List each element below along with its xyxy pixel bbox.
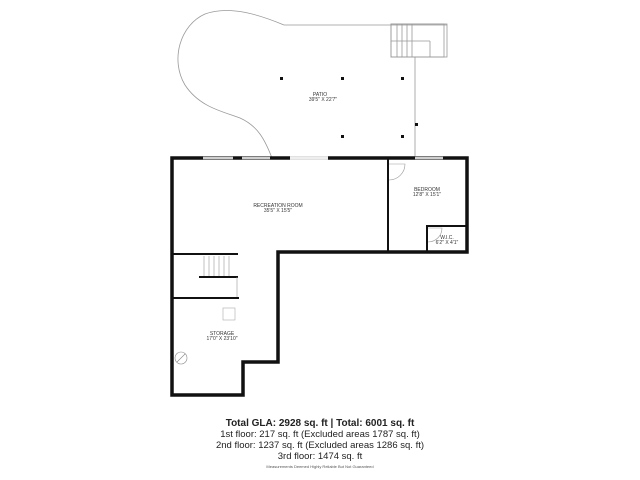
area-totals: Total GLA: 2928 sq. ft | Total: 6001 sq.… bbox=[0, 418, 640, 462]
floor3-area: 3rd floor: 1474 sq. ft bbox=[277, 451, 363, 462]
room-dims-recreation: 35'5" X 15'5" bbox=[264, 208, 292, 214]
interior-stairs bbox=[203, 256, 238, 297]
patio bbox=[177, 10, 448, 159]
doors bbox=[388, 163, 443, 243]
room-dims-bedroom: 12'8" X 15'1" bbox=[413, 192, 441, 198]
room-name-patio: PATIO bbox=[313, 92, 327, 98]
room-dims-wic: 6'2" X 4'1" bbox=[436, 240, 459, 246]
storage-fixture bbox=[222, 307, 236, 321]
disclaimer: Measurements Deemed Highly Reliable But … bbox=[266, 464, 374, 469]
room-name-bedroom: BEDROOM bbox=[414, 187, 440, 193]
patio-outline bbox=[177, 10, 285, 159]
walls bbox=[170, 156, 469, 397]
total-gla: Total GLA: 2928 sq. ft | Total: 6001 sq.… bbox=[225, 418, 415, 429]
room-dims-patio: 39'5" X 22'7" bbox=[309, 97, 337, 103]
room-name-storage: STORAGE bbox=[210, 331, 235, 337]
floor1-area: 1st floor: 217 sq. ft (Excluded areas 17… bbox=[220, 429, 420, 440]
floor2-area: 2nd floor: 1237 sq. ft (Excluded areas 1… bbox=[215, 440, 425, 451]
room-name-wic: W.I.C. bbox=[440, 235, 454, 241]
patio-posts bbox=[280, 77, 418, 138]
patio-stairs bbox=[390, 23, 448, 58]
room-name-recreation: RECREATION ROOM bbox=[253, 203, 302, 209]
water-heater-icon bbox=[174, 351, 188, 365]
room-dims-storage: 17'0" X 23'10" bbox=[206, 336, 237, 342]
